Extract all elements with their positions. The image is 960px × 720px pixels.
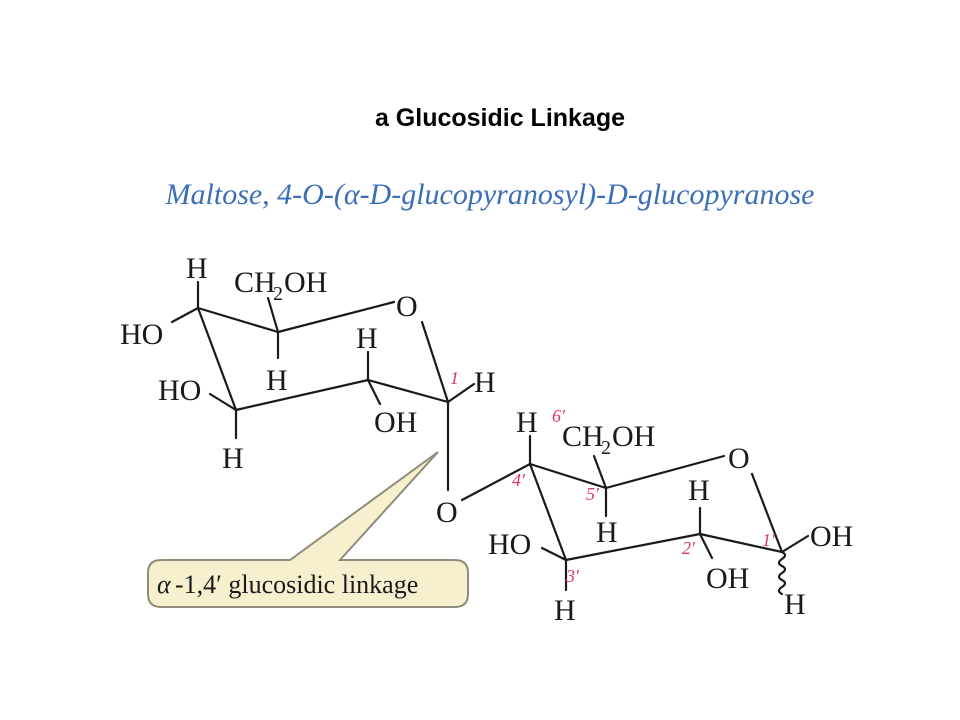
ring2-oxygen: O	[728, 442, 750, 475]
ring2-ho-c3: HO	[488, 528, 531, 561]
ring2-locant-6: 6′	[552, 406, 566, 426]
ring1-bonds	[170, 280, 476, 492]
ring1-ho-lower: HO	[158, 374, 201, 407]
ring1-ho-upper: HO	[120, 318, 163, 351]
callout-balloon	[147, 451, 469, 608]
ring2-locant-5: 5′	[586, 484, 600, 504]
callout-label: -1,4′ glucosidic linkage	[175, 570, 418, 599]
ring1-h-top: H	[186, 252, 208, 285]
svg-text:2: 2	[601, 437, 611, 459]
ring2-locant-4: 4′	[512, 470, 526, 490]
glycosidic-bond	[460, 462, 532, 502]
ring1-oh-c2: OH	[374, 406, 417, 439]
ring2-locant-2: 2′	[682, 538, 696, 558]
ring1-locant-1: 1	[450, 368, 459, 388]
svg-text:2: 2	[273, 283, 283, 305]
svg-text:CH: CH	[234, 266, 276, 299]
ring2-h-c5: H	[596, 516, 618, 549]
svg-text:OH: OH	[284, 266, 327, 299]
ring1-ch2oh: CH 2 OH	[234, 266, 327, 305]
ring2-oh-c2: OH	[706, 562, 749, 595]
ring2-h-c1: H	[784, 588, 806, 621]
ring2-h-c3: H	[554, 594, 576, 627]
svg-text:CH: CH	[562, 420, 604, 453]
ring2-ch2oh: CH 2 OH	[562, 420, 655, 459]
ring2-bonds	[528, 434, 810, 596]
compound-name: Maltose, 4-O-(α-D-glucopyranosyl)-D-gluc…	[165, 178, 815, 211]
page-title: a Glucosidic Linkage	[374, 104, 626, 132]
linkage-oxygen: O	[436, 496, 458, 529]
ring2-h-c2: H	[688, 474, 710, 507]
ring2-h-c4: H	[516, 406, 538, 439]
ring1-h-bottom: H	[222, 442, 244, 475]
wavy-anomeric-bond	[777, 550, 787, 596]
ring2-locant-3: 3′	[565, 566, 580, 586]
callout-alpha: α	[157, 570, 172, 599]
ring2-locant-1: 1′	[762, 530, 776, 550]
ring1-oxygen: O	[396, 290, 418, 323]
ring1-h-c1: H	[474, 366, 496, 399]
svg-text:OH: OH	[612, 420, 655, 453]
ring1-h-c2-top: H	[356, 322, 378, 355]
ring2-oh-c1: OH	[810, 520, 853, 553]
ring1-h-c5: H	[266, 364, 288, 397]
